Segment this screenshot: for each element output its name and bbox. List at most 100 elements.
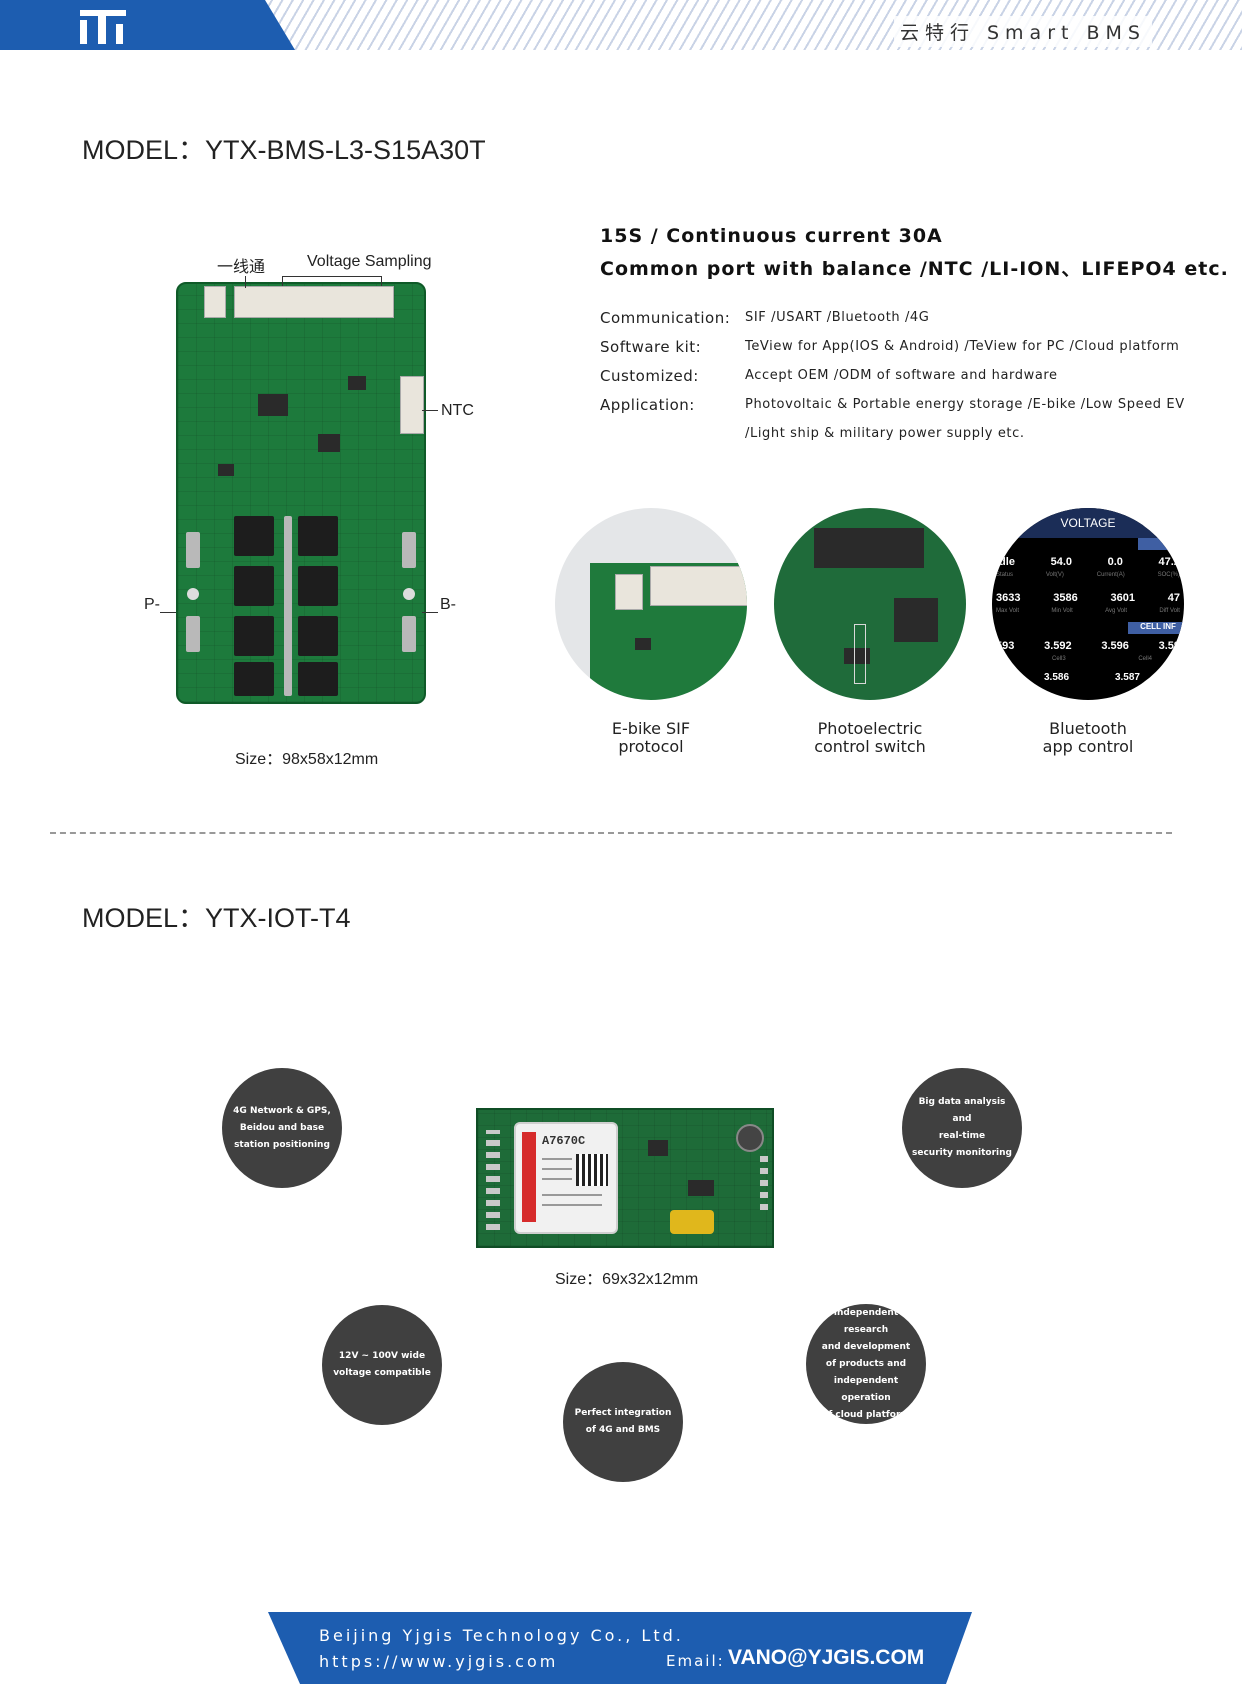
- bubble-text: 12V ~ 100V wide voltage compatible: [333, 1351, 431, 1378]
- feature-bubble-4g-gps: 4G Network & GPS, Beidou and base statio…: [222, 1068, 342, 1188]
- callout-line: [422, 410, 438, 411]
- app-row-1: Idle 54.0 0.0 47.2: [996, 556, 1180, 568]
- footer-company: Beijing Yjgis Technology Co., Ltd.: [319, 1626, 684, 1645]
- app-value: 3.59: [1158, 640, 1180, 652]
- spec-heading-current: 15S / Continuous current 30A: [600, 225, 943, 247]
- app-value: 3601: [1110, 592, 1135, 604]
- ic-chip: [814, 528, 924, 568]
- feature-bubble-wide-voltage: 12V ~ 100V wide voltage compatible: [322, 1305, 442, 1425]
- mounting-hole: [187, 588, 199, 600]
- callout-line: [245, 276, 246, 288]
- app-sublabel: Current(A): [1096, 572, 1125, 578]
- module-label: A7670C: [542, 1134, 586, 1148]
- footer-website[interactable]: https://www.yjgis.com: [319, 1652, 559, 1671]
- mosfet: [234, 516, 274, 556]
- ic-chip: [318, 434, 340, 452]
- bubble-text: independent research and development of …: [821, 1307, 911, 1420]
- solder-pad: [402, 616, 416, 652]
- connector-closeup: [615, 574, 643, 610]
- spec-heading-ports: Common port with balance /NTC /LI-ION、LI…: [600, 258, 1229, 280]
- module-text-line: [542, 1194, 602, 1196]
- ic-chip: [844, 648, 870, 664]
- bubble-text: Perfect integration of 4G and BMS: [574, 1408, 672, 1435]
- feature-bubble-integration: Perfect integration of 4G and BMS: [563, 1362, 683, 1482]
- app-row-3-sub: Cell3 Cell4: [1052, 656, 1152, 662]
- mounting-hole: [403, 588, 415, 600]
- ic-chip: [258, 394, 288, 416]
- spec-label-communication: Communication:: [600, 309, 731, 327]
- ic-chip: [648, 1140, 668, 1156]
- app-value: 47.2: [1158, 556, 1180, 568]
- ic-chip: [688, 1180, 714, 1196]
- callout-b: B-: [440, 596, 456, 613]
- header-pins: [760, 1150, 768, 1210]
- module-text-line: [542, 1168, 572, 1170]
- yjgis-logo-icon: [80, 10, 126, 44]
- caption-line: control switch: [814, 737, 926, 756]
- app-value: 0.0: [1107, 556, 1123, 568]
- app-value: 3633: [996, 592, 1021, 604]
- busbar: [284, 516, 292, 696]
- app-sublabel: Min Volt: [1051, 608, 1073, 614]
- footer-white-wedge: [946, 1612, 1242, 1684]
- app-title-bar: [992, 508, 1184, 538]
- header-pins: [854, 624, 866, 684]
- iot-board-image: A7670C: [476, 1108, 774, 1248]
- feature-bubble-big-data: Big data analysis and real-time security…: [902, 1068, 1022, 1188]
- solder-pad: [186, 532, 200, 568]
- mosfet: [234, 662, 274, 696]
- callout-line: [160, 612, 176, 613]
- app-value: 3.596: [1101, 640, 1129, 652]
- section-divider: [50, 832, 1172, 834]
- spec-value-customized: Accept OEM /ODM of software and hardware: [745, 368, 1058, 383]
- mosfet: [298, 662, 338, 696]
- app-row-3: 593 3.592 3.596 3.59: [996, 640, 1180, 652]
- app-sublabel: Diff Volt: [1159, 608, 1180, 614]
- callout-yixiantong: 一线通: [217, 259, 266, 276]
- module-text-line: [542, 1158, 572, 1160]
- footer-email[interactable]: VANO@YJGIS.COM: [728, 1646, 925, 1669]
- page-header: 云特行 Smart BMS: [0, 0, 1242, 50]
- module-brand-stripe: [522, 1132, 536, 1222]
- app-sublabel: Status: [996, 572, 1014, 578]
- feature-caption-photoelectric: Photoelectric control switch: [770, 720, 970, 756]
- caption-line: Bluetooth: [1049, 719, 1127, 738]
- spec-value-communication: SIF /USART /Bluetooth /4G: [745, 310, 930, 325]
- spec-value-application: Photovoltaic & Portable energy storage /…: [745, 397, 1185, 412]
- feature-image-photoelectric: [774, 508, 966, 700]
- app-tag-volt: VOLT: [1138, 538, 1184, 550]
- footer-email-label: Email:: [666, 1652, 725, 1670]
- app-row-2-sub: Max Volt Min Volt Avg Volt Diff Volt: [996, 608, 1180, 614]
- caption-line: app control: [1042, 737, 1134, 756]
- app-sublabel: Cell3: [1052, 656, 1066, 662]
- app-row-1-sub: Status Volt(V) Current(A) SOC(%): [996, 572, 1180, 578]
- feature-caption-ebike-sif: E-bike SIF protocol: [551, 720, 751, 756]
- callout-line: [422, 612, 438, 613]
- bubble-text: 4G Network & GPS, Beidou and base statio…: [233, 1105, 331, 1150]
- model1-title: MODEL：YTX-BMS-L3-S15A30T: [82, 135, 486, 165]
- app-sublabel: SOC(%): [1157, 572, 1180, 578]
- ic-chip: [894, 598, 938, 642]
- model2-size: Size：69x32x12mm: [555, 1271, 699, 1288]
- bubble-text: Big data analysis and real-time security…: [912, 1097, 1012, 1158]
- mosfet: [298, 566, 338, 606]
- caption-line: Photoelectric: [817, 719, 923, 738]
- ic-chip: [348, 376, 366, 390]
- callout-line: [381, 276, 382, 286]
- spec-label-software: Software kit:: [600, 338, 702, 356]
- ic-chip: [218, 464, 234, 476]
- module-text-line: [542, 1204, 602, 1206]
- callout-line: [282, 276, 283, 286]
- caption-line: E-bike SIF: [611, 719, 691, 738]
- app-sublabel: Volt(V): [1045, 572, 1064, 578]
- callout-ntc: NTC: [441, 402, 474, 419]
- module-text-line: [542, 1178, 572, 1180]
- connector-closeup: [650, 566, 747, 606]
- app-value: 3586: [1053, 592, 1078, 604]
- ic-chip: [635, 638, 651, 650]
- mosfet: [234, 616, 274, 656]
- capacitor: [736, 1124, 764, 1152]
- bms-board-image: [176, 282, 426, 704]
- app-row-4: 3.586 3.587: [1044, 672, 1140, 683]
- app-value: 54.0: [1050, 556, 1072, 568]
